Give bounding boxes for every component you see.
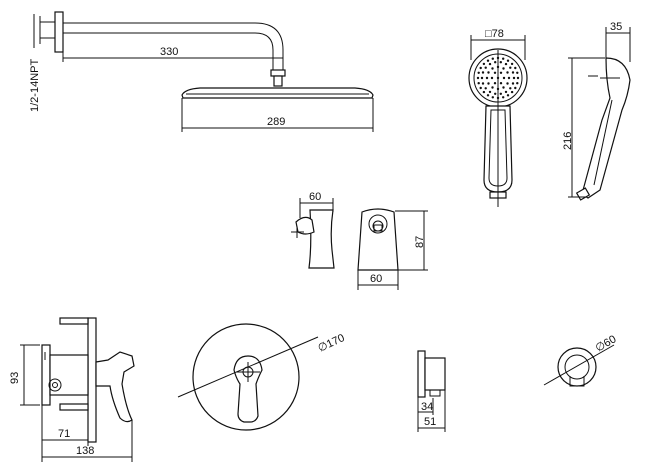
dim-handheld-depth: 35	[610, 21, 622, 33]
dim-handheld-head: □78	[485, 28, 504, 40]
nozzle-dot	[516, 76, 520, 80]
nozzle-dot	[502, 96, 505, 99]
nozzle-dot	[516, 82, 519, 85]
nozzle-dot	[481, 82, 485, 85]
dim-handheld-length: 216	[562, 132, 574, 150]
nozzle-dot	[485, 76, 489, 80]
nozzle-dot	[477, 71, 480, 75]
nozzle-dot	[484, 87, 487, 90]
dim-thread: 1/2-14NPT	[29, 59, 41, 112]
nozzle-dot	[486, 94, 490, 97]
nozzle-dot	[484, 66, 487, 69]
shower-arm-and-head: 330 289 1/2-14NPT	[29, 11, 374, 132]
dim-trim-diameter: ∅170	[316, 332, 346, 355]
nozzle-dot	[504, 62, 508, 66]
dim-holder-width-top: 60	[309, 191, 321, 203]
rain-shower-head	[181, 87, 374, 99]
dim-arm-length: 330	[160, 46, 178, 58]
nozzle-dot	[479, 86, 482, 90]
wall-holder-side: 60	[291, 191, 335, 269]
hand-shower-front: □78	[468, 28, 528, 207]
trim-plate-front: ∅170	[177, 323, 347, 431]
holder-side-body	[308, 209, 335, 269]
nozzle-dot	[507, 76, 511, 80]
nozzle-dot	[493, 71, 497, 75]
nozzle-dot	[481, 71, 485, 74]
valve-wall-plate	[87, 317, 97, 443]
nozzle-dot	[491, 86, 494, 89]
nozzle-dot	[510, 62, 514, 66]
nozzle-dot	[491, 67, 494, 70]
nozzle-dot	[499, 92, 502, 96]
dim-valve-height: 93	[9, 372, 21, 384]
nozzle-dot	[491, 96, 494, 99]
dim-valve-total: 138	[76, 445, 94, 457]
nozzle-dot	[479, 66, 482, 70]
nozzle-dot	[494, 92, 497, 96]
nozzle-dot	[477, 82, 480, 85]
nozzle-dot	[514, 86, 517, 90]
nozzle-dot	[493, 82, 497, 85]
nozzle-dot	[516, 71, 519, 75]
dim-holder-height: 87	[414, 236, 426, 248]
nozzle-dot	[511, 82, 515, 85]
nozzle-dot	[494, 61, 497, 64]
dim-elbow-total: 51	[424, 416, 436, 428]
dim-holder-width-bottom: 60	[370, 273, 382, 285]
holder-front-body	[357, 208, 399, 271]
nozzle-dot	[509, 87, 512, 90]
nozzle-dot	[487, 82, 490, 85]
nozzle-dot	[511, 71, 515, 74]
nozzle-dot	[499, 71, 503, 75]
nozzle-dot	[502, 86, 505, 89]
flange-front: ∅60	[543, 333, 619, 387]
valve-handle-side	[95, 351, 135, 423]
nozzle-dot	[510, 90, 514, 94]
dim-head-width: 289	[267, 116, 285, 128]
nozzle-dot	[482, 90, 486, 94]
nozzle-dot	[499, 82, 503, 85]
nozzle-dot	[488, 90, 492, 94]
nozzle-dot	[506, 59, 510, 62]
nozzle-dot	[506, 82, 509, 85]
nozzle-dots	[476, 56, 520, 100]
nozzle-dot	[488, 62, 492, 66]
nozzle-dot	[486, 59, 490, 62]
nozzle-dot	[502, 57, 505, 60]
nozzle-dot	[499, 61, 502, 64]
nozzle-dot	[502, 67, 505, 70]
hand-shower-side: 35 216	[562, 21, 631, 201]
wall-holder-front: 87 60	[357, 208, 428, 290]
flange-outer	[557, 347, 597, 387]
dim-flange-diameter: ∅60	[594, 333, 619, 354]
elbow-plate	[417, 350, 426, 398]
nozzle-dot	[504, 90, 508, 94]
nozzle-dot	[490, 76, 494, 80]
valve-bottom-pipe	[59, 403, 89, 411]
nozzle-dot	[482, 62, 486, 66]
valve-top-pipe	[59, 317, 89, 325]
nozzle-dot	[512, 76, 516, 80]
nozzle-dot	[514, 66, 517, 70]
nozzle-dot	[506, 94, 510, 97]
wall-elbow: 34 51	[417, 350, 446, 432]
dim-elbow-depth: 34	[421, 401, 433, 413]
shower-arm	[63, 22, 284, 70]
dim-valve-depth: 71	[58, 428, 70, 440]
nozzle-dot	[491, 57, 494, 60]
nozzle-dot	[506, 71, 509, 74]
nozzle-dot	[480, 76, 484, 80]
nozzle-dot	[509, 66, 512, 69]
arm-wall-flange	[54, 11, 64, 53]
nozzle-dot	[487, 71, 490, 74]
nozzle-dot	[476, 76, 480, 80]
valve-side: 93 71 138	[9, 317, 135, 462]
nozzle-dot	[502, 76, 506, 80]
